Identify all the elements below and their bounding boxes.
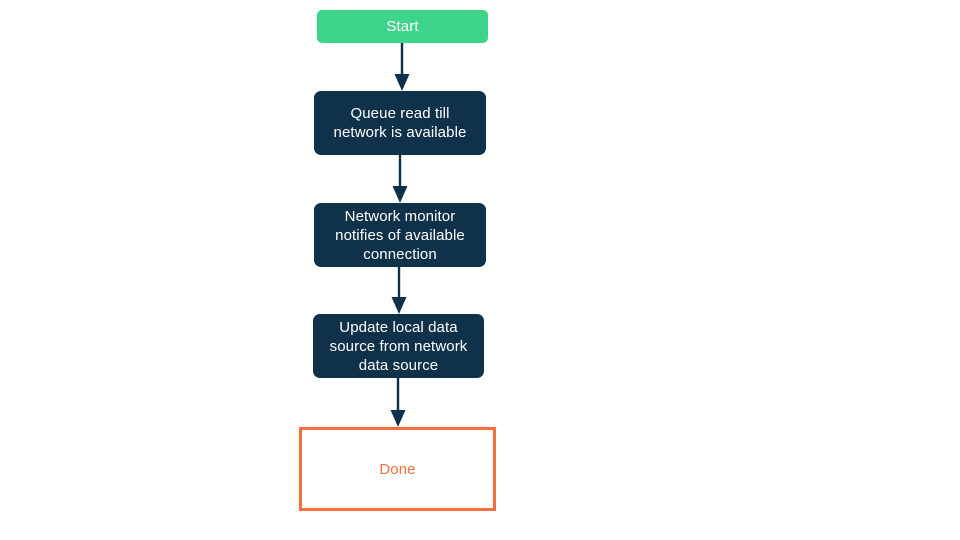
flow-node-start[interactable]: Start xyxy=(317,10,488,43)
flow-arrow-monitor-to-update xyxy=(391,267,407,314)
flow-node-done[interactable]: Done xyxy=(299,427,496,511)
flow-arrow-queue-to-monitor xyxy=(392,155,408,203)
flow-node-network-monitor-label: Network monitor notifies of available co… xyxy=(335,207,465,263)
flow-node-done-label: Done xyxy=(379,460,416,478)
flow-node-queue-read-label: Queue read till network is available xyxy=(333,105,467,141)
flow-node-update-local-data[interactable]: Update local data source from network da… xyxy=(313,314,484,378)
flow-node-update-local-data-label: Update local data source from network da… xyxy=(329,318,468,374)
flow-node-start-label: Start xyxy=(386,18,419,35)
flow-arrow-update-to-done xyxy=(390,378,406,427)
flow-node-queue-read[interactable]: Queue read till network is available xyxy=(314,91,486,155)
flow-arrow-start-to-queue xyxy=(394,43,410,91)
flow-node-network-monitor[interactable]: Network monitor notifies of available co… xyxy=(314,203,486,267)
